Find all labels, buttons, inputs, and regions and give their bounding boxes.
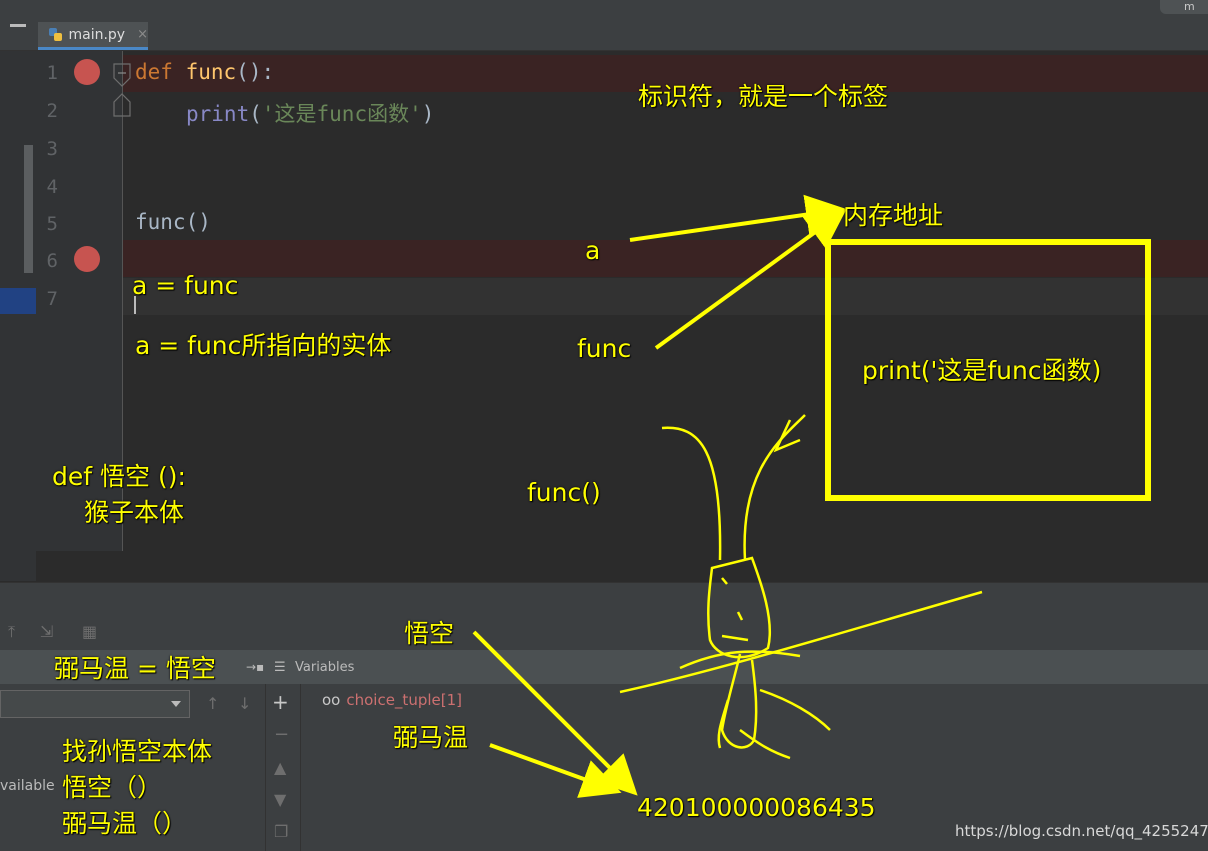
code-line-1[interactable]: def func():: [135, 60, 274, 84]
debug-toolbar: [0, 616, 1208, 650]
fold-markers[interactable]: [110, 58, 250, 188]
code-editor[interactable]: [0, 51, 1208, 581]
breakpoint-line-highlight: [123, 55, 1208, 92]
editor-gutter[interactable]: [36, 51, 122, 551]
current-line-highlight: [123, 278, 1208, 315]
function-name: func: [185, 60, 237, 84]
watermark: https://blog.csdn.net/qq_42552477: [955, 822, 1208, 840]
annotation-identifier: 标识符，就是一个标签: [638, 82, 889, 111]
restore-layout-icon[interactable]: →▪: [246, 660, 265, 674]
code-line-2[interactable]: print('这是func函数'): [186, 98, 434, 128]
fold-end-icon: [113, 93, 131, 117]
run-to-cursor-icon[interactable]: ⇲: [40, 622, 54, 641]
scrollbar-thumb[interactable]: [24, 145, 33, 273]
watch-item[interactable]: oo choice_tuple[1]: [322, 691, 462, 709]
annotation-bimawen-call: 弼马温（）: [62, 809, 188, 838]
tab-label: main.py: [68, 26, 126, 43]
fold-icon: [113, 63, 131, 87]
arrow-a-to-address: [629, 194, 846, 242]
annotation-find-body: 找孙悟空本体: [62, 737, 213, 766]
tab-partial-label: m: [1184, 0, 1195, 13]
arrow-func-to-address: [654, 209, 847, 350]
annotation-a-assign: a = func: [132, 271, 239, 300]
watch-expression: choice_tuple[1]: [346, 691, 462, 709]
add-watch-button[interactable]: +: [272, 690, 289, 714]
annotation-func-call: func(): [527, 478, 601, 507]
tab-main-py[interactable]: main.py ×: [38, 22, 148, 50]
editor-bottom-area: [36, 551, 1208, 581]
tab-partial[interactable]: m: [1160, 0, 1208, 14]
move-down-icon[interactable]: ▼: [274, 790, 287, 809]
python-file-icon: [49, 27, 62, 41]
code-punctuation: (: [249, 102, 262, 126]
line-number: 1: [46, 62, 58, 84]
evaluate-table-icon[interactable]: ▦: [82, 622, 98, 641]
tool-window-bar: [0, 582, 1208, 617]
move-up-icon[interactable]: ▲: [274, 758, 287, 777]
project-strip: [0, 51, 36, 581]
selected-row-indicator: [0, 288, 36, 314]
code-punctuation: ): [421, 102, 435, 126]
annotation-box-text: print('这是func函数): [862, 356, 1102, 385]
copy-watch-icon[interactable]: ❐: [274, 822, 289, 841]
frame-down-icon[interactable]: ↓: [238, 694, 252, 713]
annotation-func: func: [577, 334, 632, 363]
panel-divider: [265, 684, 266, 851]
line-number: 6: [46, 250, 58, 272]
line-number: 5: [46, 213, 58, 235]
annotation-memory-address: 内存地址: [843, 201, 944, 230]
line-number: 2: [46, 100, 58, 122]
annotation-def-wukong: def 悟空 ():: [52, 462, 186, 491]
arrow-bimawen-to-value: [489, 743, 622, 798]
frames-not-available: vailable: [0, 778, 55, 794]
annotation-a-entity: a = func所指向的实体: [135, 331, 392, 360]
watch-glasses-icon: oo: [322, 691, 341, 709]
builtin-print: print: [186, 102, 250, 126]
step-out-icon[interactable]: ⤒: [8, 622, 16, 641]
annotation-wukong: 悟空: [404, 619, 455, 648]
line-number: 4: [46, 176, 58, 198]
annotation-bimawen: 弼马温: [393, 723, 469, 752]
text-caret: [134, 296, 136, 314]
editor-tab-bar: [0, 0, 1208, 51]
line-number: 3: [46, 138, 58, 160]
frames-dropdown[interactable]: [0, 690, 190, 718]
variables-list-icon: ☰: [274, 660, 286, 675]
frame-up-icon[interactable]: ↑: [206, 694, 220, 713]
close-tab-icon[interactable]: ×: [137, 27, 148, 42]
string-literal: '这是func函数': [261, 102, 422, 126]
breakpoint-icon[interactable]: [74, 59, 100, 85]
annotation-address-value: 420100000086435: [637, 793, 876, 822]
line-number: 7: [46, 288, 58, 310]
panel-divider: [300, 684, 301, 851]
code-line-5[interactable]: func(): [135, 210, 211, 234]
minimize-icon[interactable]: [10, 24, 26, 27]
annotation-monkey-body: 猴子本体: [84, 498, 185, 527]
gutter-divider: [122, 51, 123, 551]
keyword-def: def: [135, 60, 173, 84]
annotation-wukong-call: 悟空（）: [62, 773, 163, 802]
monkey-doodle: [619, 414, 983, 760]
remove-watch-button[interactable]: −: [274, 724, 290, 745]
memory-box: [825, 239, 1151, 501]
breakpoint-icon[interactable]: [74, 246, 100, 272]
code-punctuation: ():: [236, 60, 275, 84]
chevron-down-icon: [171, 701, 181, 707]
variables-title: Variables: [295, 660, 355, 675]
debug-panel-header: [0, 650, 1208, 684]
annotation-bimawen-assign: 弼马温 = 悟空: [54, 654, 216, 683]
breakpoint-line-highlight: [123, 240, 1208, 277]
annotation-a: a: [585, 236, 601, 265]
